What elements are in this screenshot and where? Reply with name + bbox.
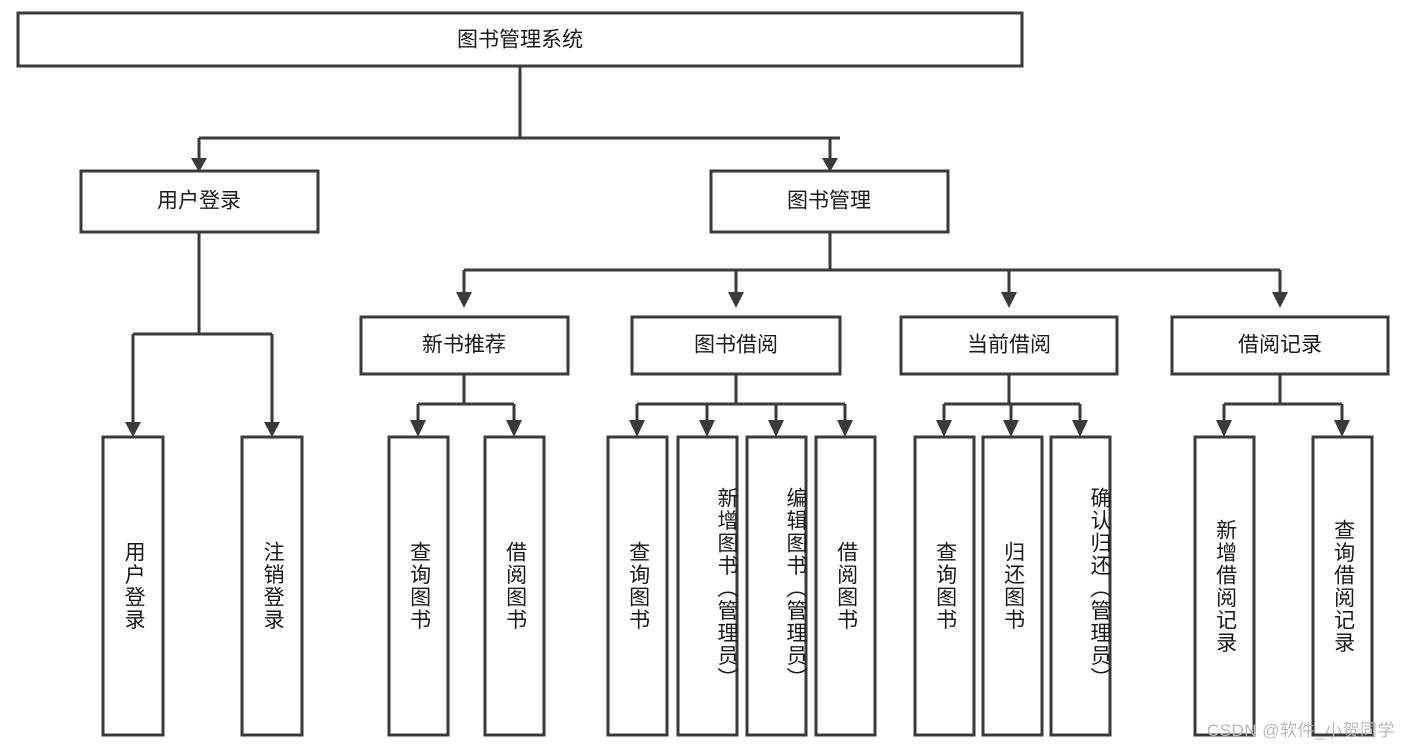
leaf-box-borrowrecord-2[interactable] <box>1311 435 1374 737</box>
node-root[interactable]: 图书管理系统 <box>16 11 1024 68</box>
node-borrow-record-label: 借阅记录 <box>1238 334 1322 357</box>
connector-root-to-level2 <box>191 66 840 172</box>
leaf-box-currentborrow-2[interactable] <box>981 435 1044 737</box>
leaf-box-user-login-1[interactable] <box>101 435 165 737</box>
connector-bookmgmt-to-level3 <box>456 232 1288 308</box>
connector-userlogin-to-leaves <box>125 232 280 437</box>
leaf-box-currentborrow-1[interactable] <box>913 435 976 737</box>
node-current-borrow[interactable]: 当前借阅 <box>899 315 1119 376</box>
leaf-box-currentborrow-3[interactable] <box>1049 435 1112 737</box>
leaf-box-user-login-2[interactable] <box>240 435 304 737</box>
leaf-box-bookborrow-3[interactable] <box>745 435 808 737</box>
node-current-borrow-label: 当前借阅 <box>967 334 1051 357</box>
connector-newbook-to-leaves <box>410 374 522 437</box>
leaf-box-bookborrow-1[interactable] <box>606 435 669 737</box>
connector-borrowrecord-to-leaves <box>1216 374 1350 437</box>
leaf-box-bookborrow-4[interactable] <box>814 435 877 737</box>
node-book-borrow-label: 图书借阅 <box>694 334 778 357</box>
connector-bookborrow-to-leaves <box>629 374 853 437</box>
node-root-label: 图书管理系统 <box>457 29 583 52</box>
leaf-box-borrowrecord-1[interactable] <box>1193 435 1256 737</box>
node-user-login-label: 用户登录 <box>157 190 241 213</box>
leaf-box-bookborrow-2[interactable] <box>676 435 739 737</box>
connector-currentborrow-to-leaves <box>936 374 1088 437</box>
leaf-box-newbook-2[interactable] <box>483 435 546 737</box>
node-book-borrow[interactable]: 图书借阅 <box>630 315 842 376</box>
leaf-box-newbook-1[interactable] <box>387 435 450 737</box>
node-user-login[interactable]: 用户登录 <box>79 169 320 234</box>
node-new-book-recommend-label: 新书推荐 <box>422 334 506 357</box>
node-borrow-record[interactable]: 借阅记录 <box>1170 315 1390 376</box>
node-book-management-label: 图书管理 <box>787 190 871 213</box>
node-new-book-recommend[interactable]: 新书推荐 <box>359 315 570 376</box>
node-book-management[interactable]: 图书管理 <box>709 169 950 234</box>
csdn-watermark: CSDN @软件_小贺同学 <box>1206 721 1395 740</box>
